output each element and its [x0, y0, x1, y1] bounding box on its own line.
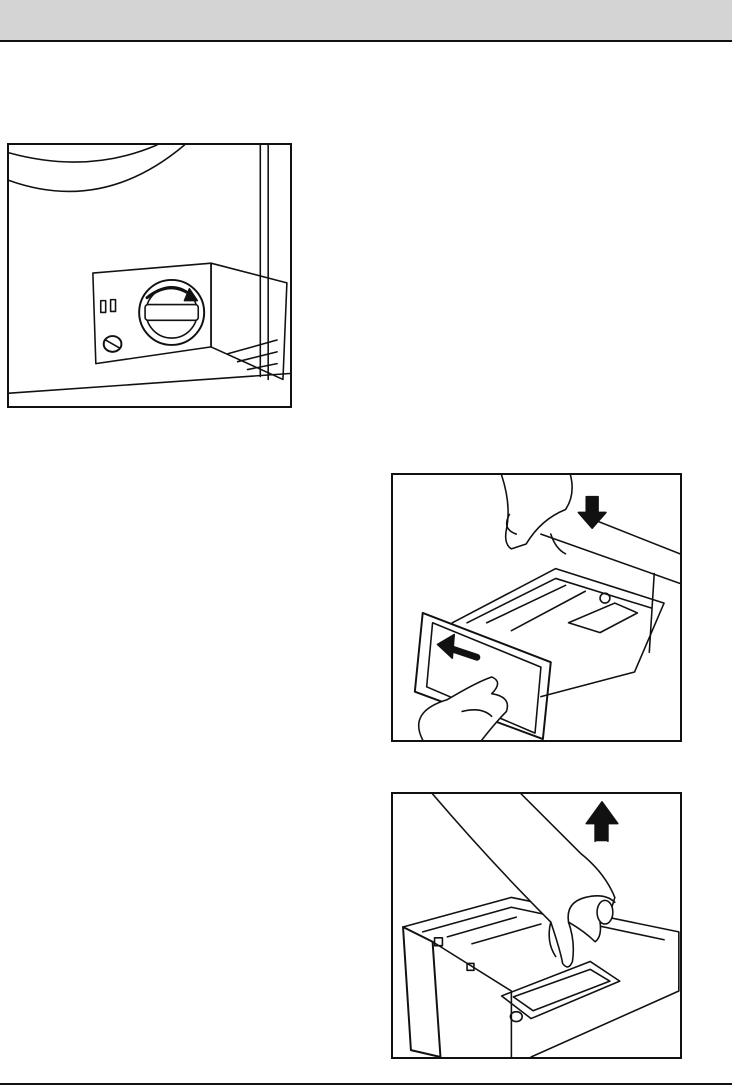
- drawer-pull-figure: [391, 473, 682, 742]
- siphon-cap-figure: [391, 792, 682, 1059]
- pump-filter-illustration: [9, 145, 290, 406]
- header-band: [0, 0, 732, 42]
- pump-filter-figure: [7, 143, 292, 408]
- siphon-compartment: [502, 961, 620, 1018]
- drawer-tray: [403, 897, 679, 1057]
- detergent-drawer: [452, 569, 664, 697]
- drawer-pull-illustration: [393, 475, 680, 740]
- lift-arrow-icon: [595, 824, 608, 842]
- hand: [433, 794, 615, 967]
- hand-upper: [502, 475, 573, 549]
- siphon-cap-illustration: [393, 794, 680, 1057]
- porthole-arc: [9, 145, 157, 162]
- footer-rule: [0, 1083, 732, 1085]
- hand-lower: [419, 677, 508, 740]
- filter-flap: [211, 263, 287, 379]
